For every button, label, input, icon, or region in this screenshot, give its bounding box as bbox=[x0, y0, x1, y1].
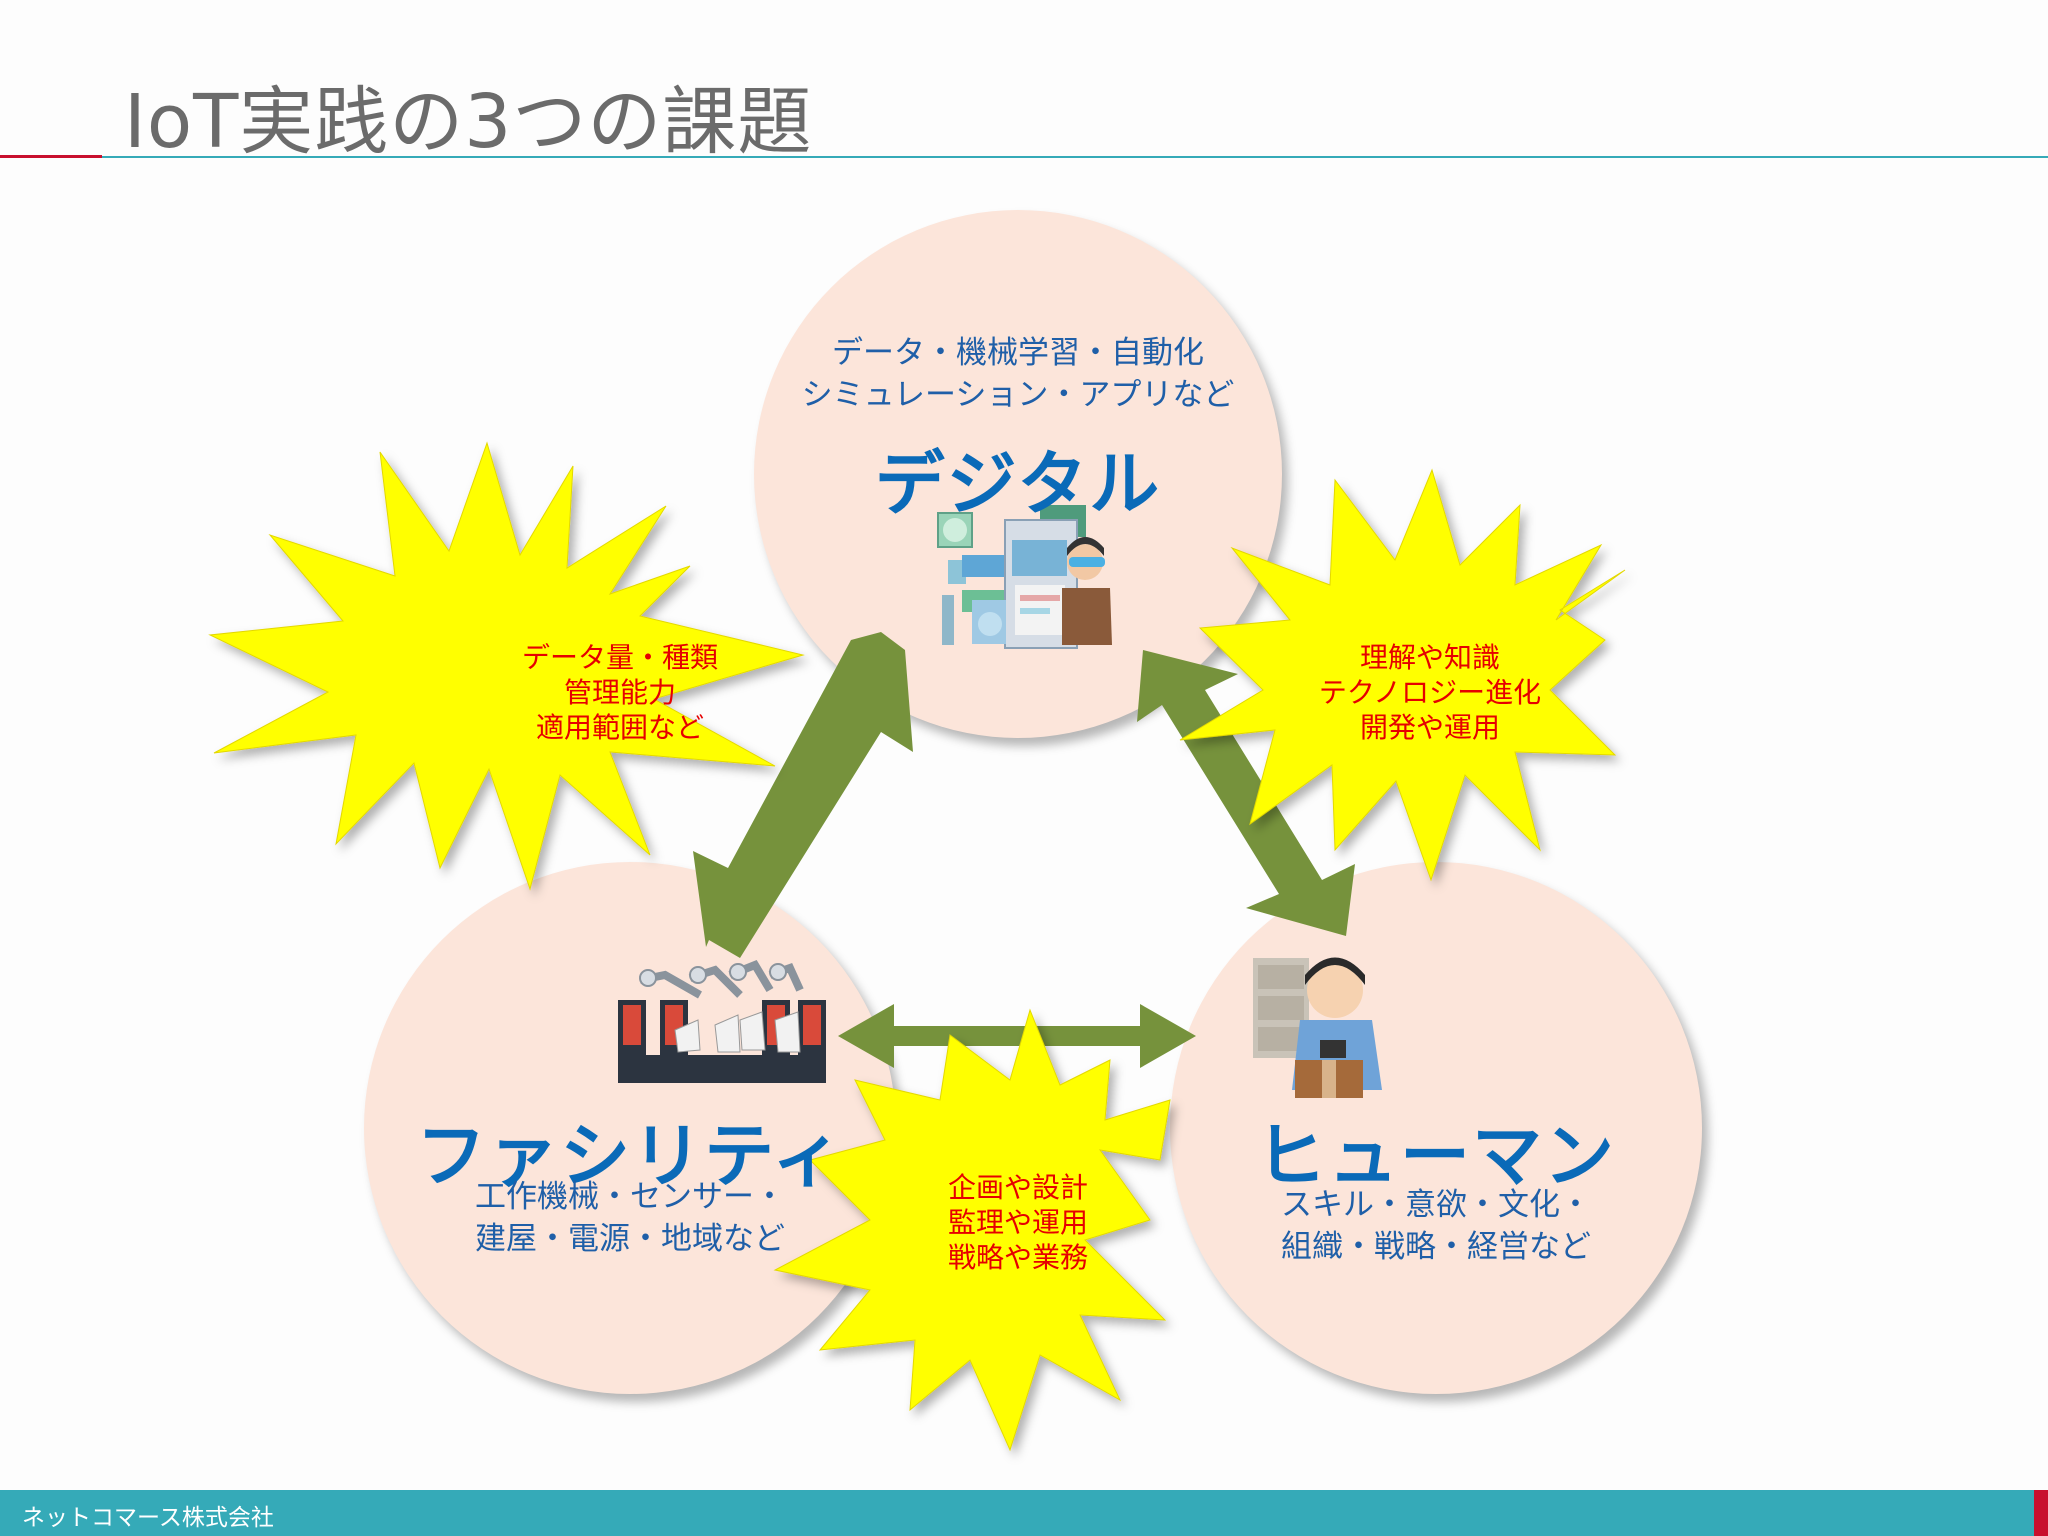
title-rule-accent bbox=[0, 155, 102, 158]
human-circle bbox=[1170, 862, 1702, 1394]
burst-left-line: データ量・種類 bbox=[521, 641, 718, 674]
burst-left-line: 管理能力 bbox=[563, 676, 676, 709]
digital-desc-line1: データ・機械学習・自動化 bbox=[832, 335, 1204, 371]
burst-left-line: 適用範囲など bbox=[535, 711, 704, 744]
page-title: IoT実践の3つの課題 bbox=[124, 79, 813, 165]
facility-desc-line1: 工作機械・センサー・ bbox=[475, 1179, 785, 1215]
footer-accent bbox=[2034, 1490, 2048, 1536]
burst-bottom-line: 企画や設計 bbox=[947, 1171, 1088, 1204]
facility-heading: ファシリティ bbox=[416, 1115, 844, 1197]
burst-bottom bbox=[773, 1008, 1171, 1452]
data-analyst-illustration bbox=[937, 505, 1112, 649]
facility-circle bbox=[364, 862, 896, 1394]
burst-right bbox=[1179, 468, 1626, 882]
burst-right-line: テクノロジー進化 bbox=[1318, 676, 1542, 709]
diagram-graphics bbox=[208, 441, 1626, 1452]
footer-bar: ネットコマース株式会社 bbox=[0, 1490, 2048, 1536]
burst-left bbox=[208, 441, 805, 891]
burst-bottom-label: 企画や設計 監理や運用 戦略や業務 bbox=[858, 1170, 1178, 1275]
arrow-digital-human bbox=[1137, 650, 1355, 936]
title-rule bbox=[102, 156, 2048, 158]
burst-bottom-line: 監理や運用 bbox=[947, 1206, 1088, 1239]
digital-heading: デジタル bbox=[874, 443, 1162, 525]
human-desc-line2: 組織・戦略・経営など bbox=[1281, 1229, 1591, 1265]
digital-desc-line2: シミュレーション・アプリなど bbox=[801, 377, 1235, 413]
arrow-facility-digital bbox=[693, 632, 913, 958]
human-desc-line1: スキル・意欲・文化・ bbox=[1281, 1187, 1591, 1223]
robot-arm-assembly-line-illustration bbox=[618, 960, 826, 1083]
burst-right-line: 理解や知識 bbox=[1359, 641, 1500, 674]
burst-left-label: データ量・種類 管理能力 適用範囲など bbox=[460, 640, 780, 745]
footer-company-name: ネットコマース株式会社 bbox=[22, 1505, 274, 1531]
warehouse-worker-illustration bbox=[1253, 957, 1382, 1098]
arrow-facility-human bbox=[838, 1004, 1196, 1068]
human-heading: ヒューマン bbox=[1256, 1115, 1616, 1197]
burst-bottom-line: 戦略や業務 bbox=[947, 1241, 1088, 1274]
burst-right-label: 理解や知識 テクノロジー進化 開発や運用 bbox=[1270, 640, 1590, 745]
digital-circle bbox=[754, 210, 1282, 738]
facility-desc-line2: 建屋・電源・地域など bbox=[475, 1221, 785, 1257]
burst-right-line: 開発や運用 bbox=[1359, 711, 1500, 744]
